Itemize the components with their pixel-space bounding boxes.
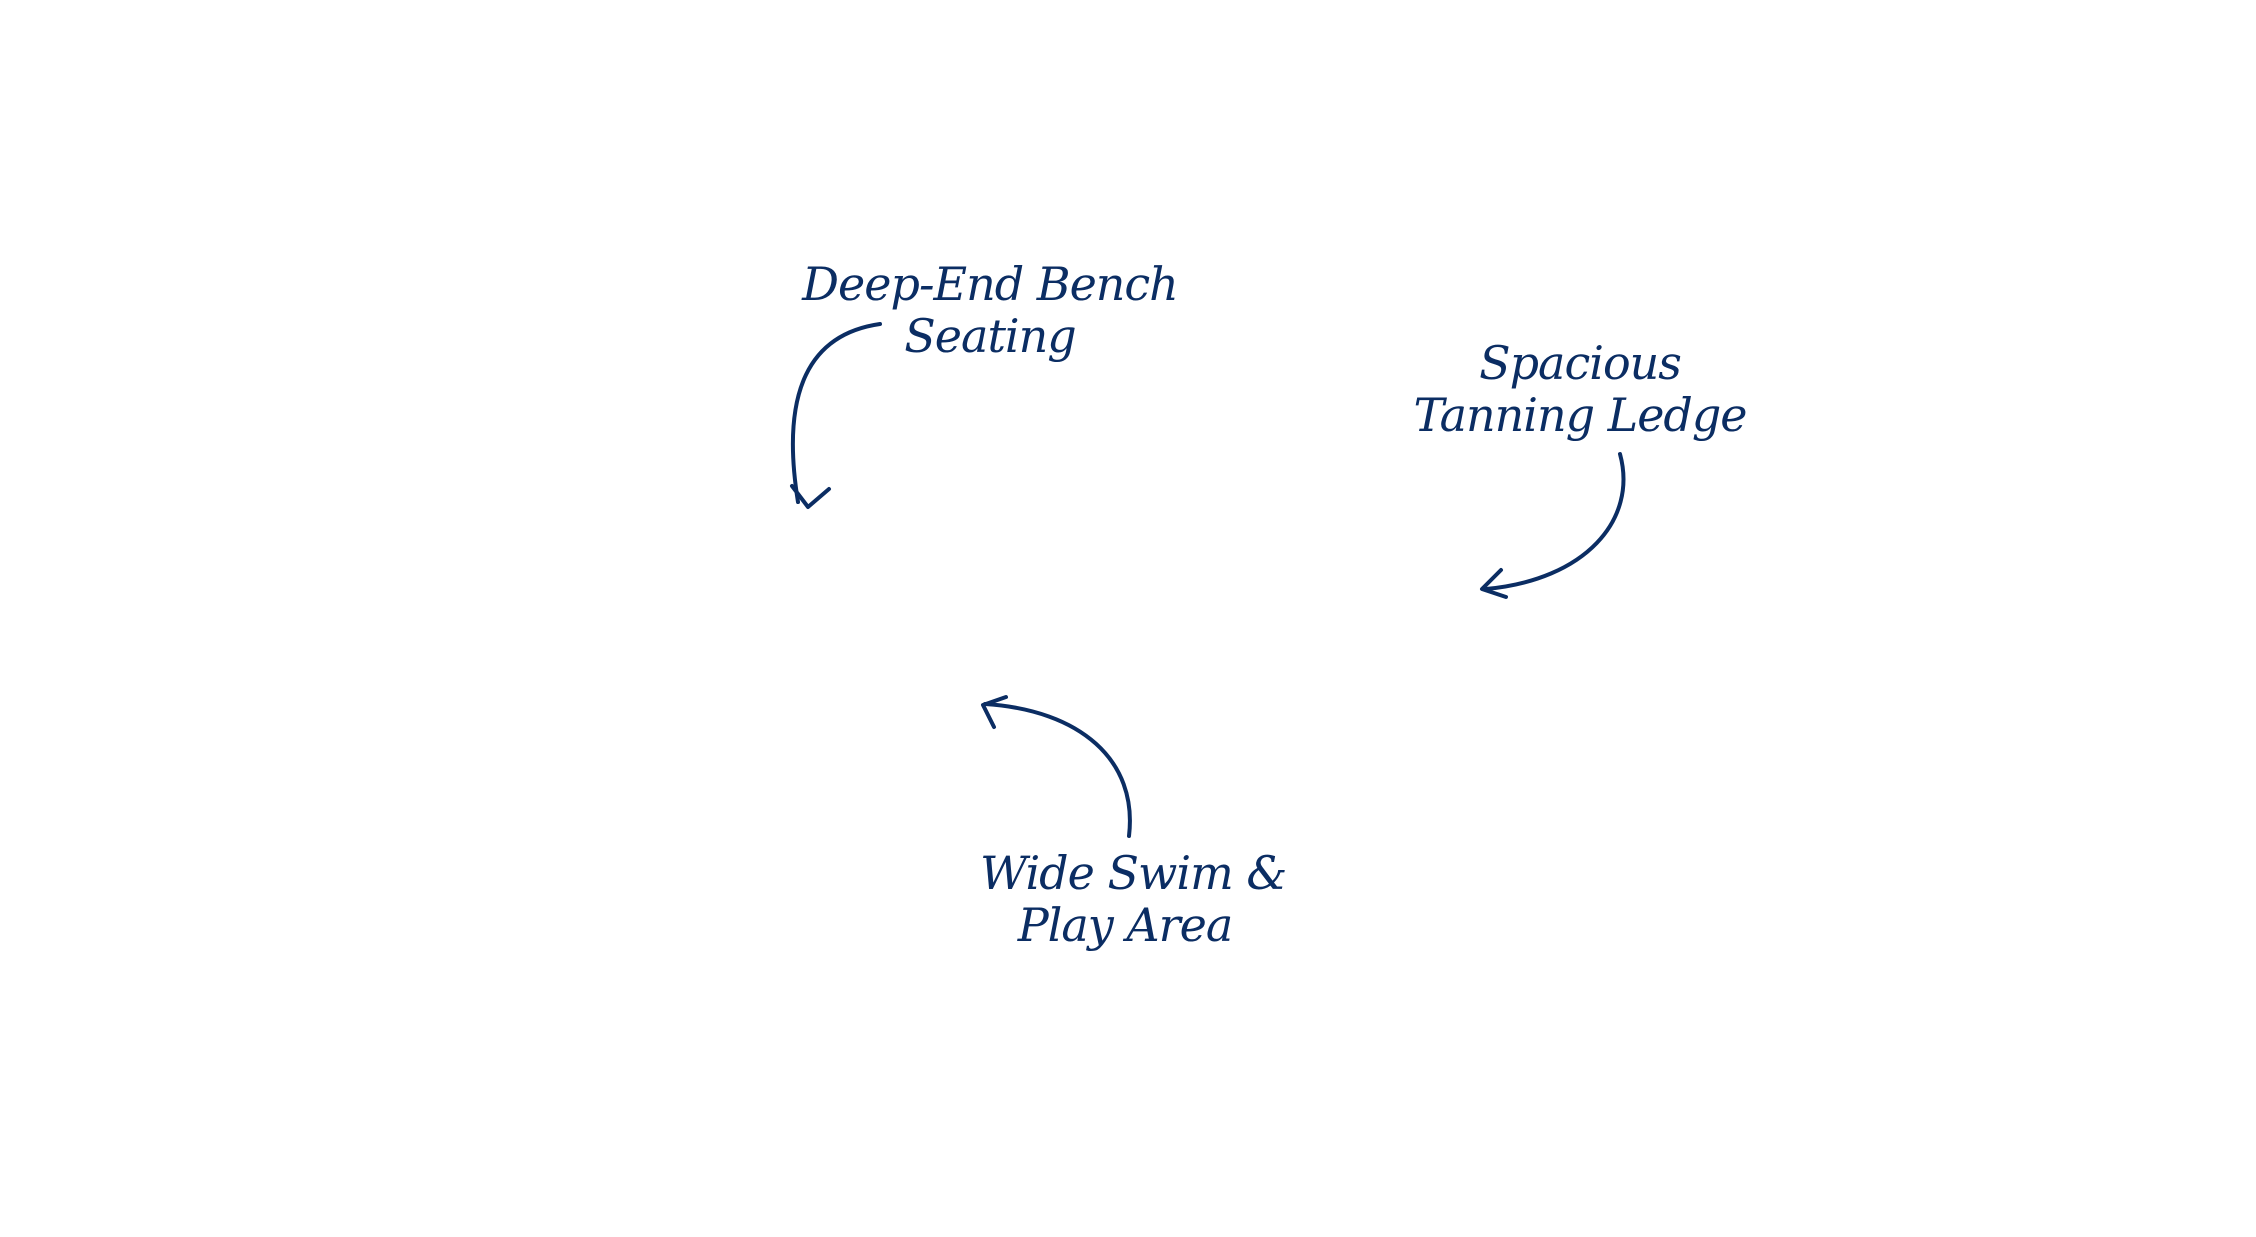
swim-play-area-label-line2: Play Area xyxy=(1017,898,1234,952)
tanning-ledge-label: Spacious Tanning Ledge xyxy=(1410,337,1750,441)
swim-play-area-label: Wide Swim & Play Area xyxy=(980,846,1287,952)
tanning-ledge-label-line1: Spacious xyxy=(1479,336,1682,390)
swim-arrow-shaft xyxy=(983,702,1132,838)
swim-play-area-label-line1: Wide Swim & xyxy=(980,846,1287,900)
deep-end-bench-label-line2: Seating xyxy=(904,309,1076,363)
bench-arrow-icon xyxy=(790,322,882,509)
bench-arrow-shaft xyxy=(790,322,882,504)
deep-end-bench-label-line1: Deep-End Bench xyxy=(802,257,1179,311)
swim-arrow-icon xyxy=(981,695,1132,838)
bench-arrow-head xyxy=(790,484,831,509)
deep-end-bench-label: Deep-End Bench Seating xyxy=(800,258,1180,362)
swim-arrow-head xyxy=(981,695,1008,729)
tanning-arrow-shaft xyxy=(1484,452,1626,591)
tanning-arrow-icon xyxy=(1480,452,1626,599)
tanning-ledge-label-line2: Tanning Ledge xyxy=(1413,388,1747,442)
tanning-arrow-head xyxy=(1480,568,1508,599)
